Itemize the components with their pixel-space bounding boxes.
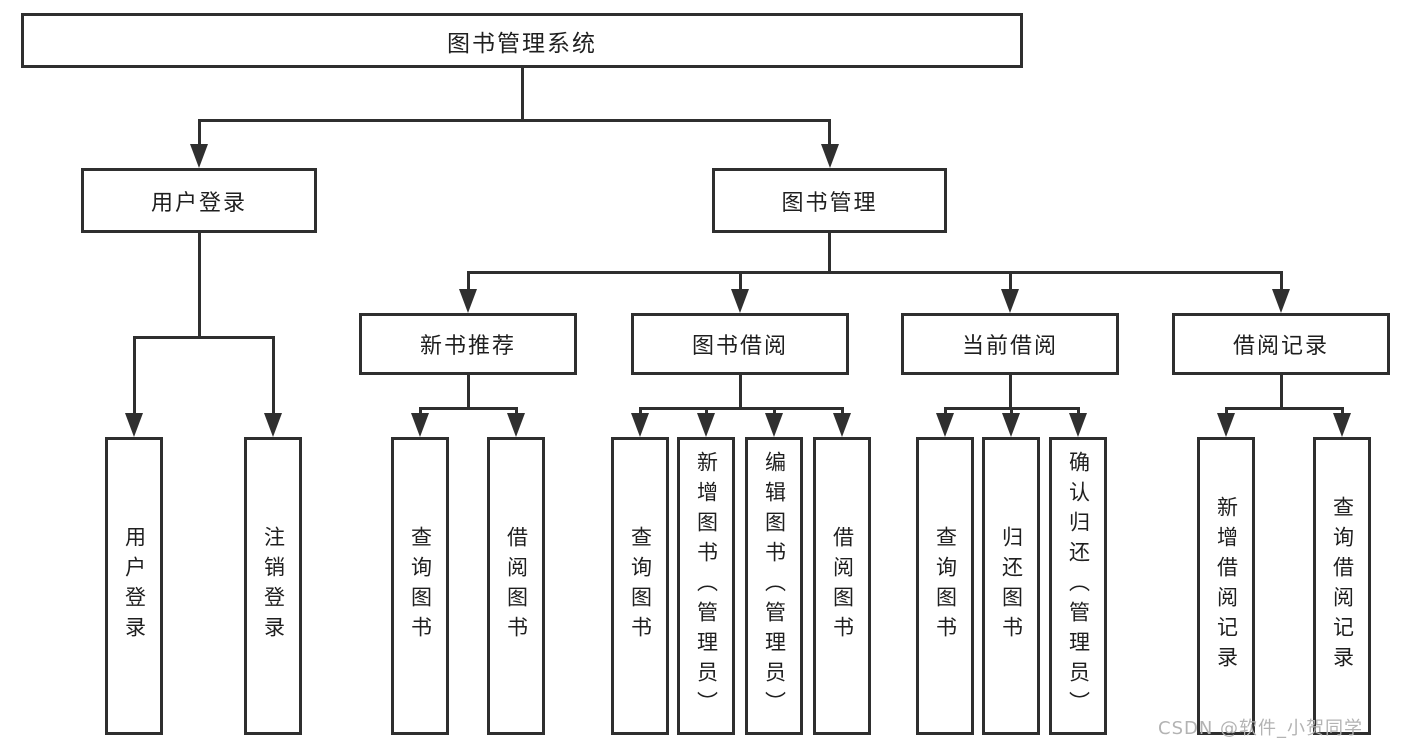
arrowhead-down-icon	[411, 413, 429, 437]
node-new-book-rec: 新书推荐	[359, 313, 577, 375]
node-book-mgmt: 图书管理	[712, 168, 947, 233]
arrowhead-down-icon	[833, 413, 851, 437]
connector-line	[197, 233, 201, 337]
node-return-book: 归还图书	[982, 437, 1040, 735]
node-book-borrow: 图书借阅	[631, 313, 849, 375]
connector-line	[466, 270, 1283, 274]
connector-line	[197, 120, 201, 150]
node-confirm-return: 确认归还（管理员）	[1049, 437, 1107, 735]
node-query-borrow-record: 查询借阅记录	[1313, 437, 1371, 735]
node-borrow-records: 借阅记录	[1172, 313, 1390, 375]
connector-line	[1224, 406, 1344, 410]
arrowhead-down-icon	[507, 413, 525, 437]
connector-line	[638, 406, 844, 410]
arrowhead-down-icon	[125, 413, 143, 437]
arrowhead-down-icon	[264, 413, 282, 437]
arrowhead-down-icon	[459, 289, 477, 313]
connector-line	[1008, 272, 1012, 295]
arrowhead-down-icon	[1333, 413, 1351, 437]
arrowhead-down-icon	[731, 289, 749, 313]
node-edit-book: 编辑图书（管理员）	[745, 437, 803, 735]
node-query-book-1: 查询图书	[391, 437, 449, 735]
connector-line	[271, 337, 275, 419]
connector-line	[1279, 272, 1283, 295]
connector-line	[1008, 375, 1012, 408]
connector-line	[828, 120, 831, 150]
csdn-watermark: CSDN @软件_小贺同学	[1158, 718, 1364, 739]
connector-line	[738, 375, 742, 408]
node-query-book-3: 查询图书	[916, 437, 974, 735]
arrowhead-down-icon	[697, 413, 715, 437]
node-user-login-leaf: 用户登录	[105, 437, 163, 735]
connector-line	[466, 272, 470, 295]
node-add-borrow-record: 新增借阅记录	[1197, 437, 1255, 735]
node-add-book: 新增图书（管理员）	[677, 437, 735, 735]
arrowhead-down-icon	[1272, 289, 1290, 313]
node-borrow-book-2: 借阅图书	[813, 437, 871, 735]
node-query-book-2: 查询图书	[611, 437, 669, 735]
arrowhead-down-icon	[765, 413, 783, 437]
connector-line	[466, 375, 470, 408]
arrowhead-down-icon	[1069, 413, 1087, 437]
connector-line	[418, 406, 518, 410]
node-user-login: 用户登录	[81, 168, 317, 233]
node-root: 图书管理系统	[21, 13, 1023, 68]
node-current-borrow: 当前借阅	[901, 313, 1119, 375]
arrowhead-down-icon	[1001, 289, 1019, 313]
arrowhead-down-icon	[631, 413, 649, 437]
arrowhead-down-icon	[190, 144, 208, 168]
connector-line	[738, 272, 742, 295]
node-logout-leaf: 注销登录	[244, 437, 302, 735]
node-borrow-book-1: 借阅图书	[487, 437, 545, 735]
arrowhead-down-icon	[936, 413, 954, 437]
connector-line	[1279, 375, 1283, 408]
connector-line	[132, 337, 136, 419]
connector-line	[197, 118, 831, 122]
arrowhead-down-icon	[1217, 413, 1235, 437]
connector-line	[520, 68, 524, 120]
connector-line	[132, 335, 275, 339]
connector-line	[828, 233, 831, 272]
arrowhead-down-icon	[820, 144, 839, 168]
arrowhead-down-icon	[1002, 413, 1020, 437]
